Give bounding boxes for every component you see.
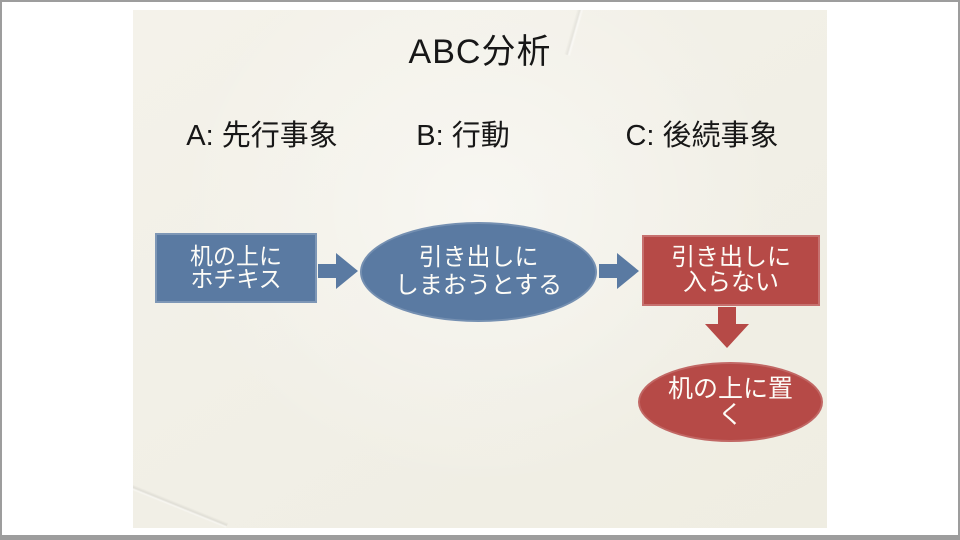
behavior-ellipse-label: 引き出しに しまおうとする — [394, 244, 563, 299]
slide-canvas: ABC分析 A: 先行事象 B: 行動 C: 後続事象 机の上に ホチキス 引き… — [133, 10, 827, 528]
column-header-antecedent: A: 先行事象 — [186, 120, 338, 152]
paper-crease-bottom — [133, 481, 229, 528]
slide-title: ABC分析 — [408, 33, 552, 71]
arrow-right-icon — [599, 253, 639, 289]
antecedent-box: 机の上に ホチキス — [155, 233, 317, 303]
antecedent-box-label: 机の上に ホチキス — [190, 242, 282, 292]
column-header-consequence: C: 後続事象 — [625, 120, 779, 152]
result-ellipse: 机の上に置 く — [638, 362, 823, 442]
arrow-down-icon — [705, 307, 749, 348]
behavior-ellipse: 引き出しに しまおうとする — [360, 222, 597, 322]
consequence-box: 引き出しに 入らない — [642, 235, 820, 306]
consequence-box-label: 引き出しに 入らない — [671, 244, 791, 296]
column-header-behavior: B: 行動 — [416, 120, 510, 152]
result-ellipse-label: 机の上に置 く — [667, 374, 793, 429]
arrow-right-icon — [318, 253, 358, 289]
